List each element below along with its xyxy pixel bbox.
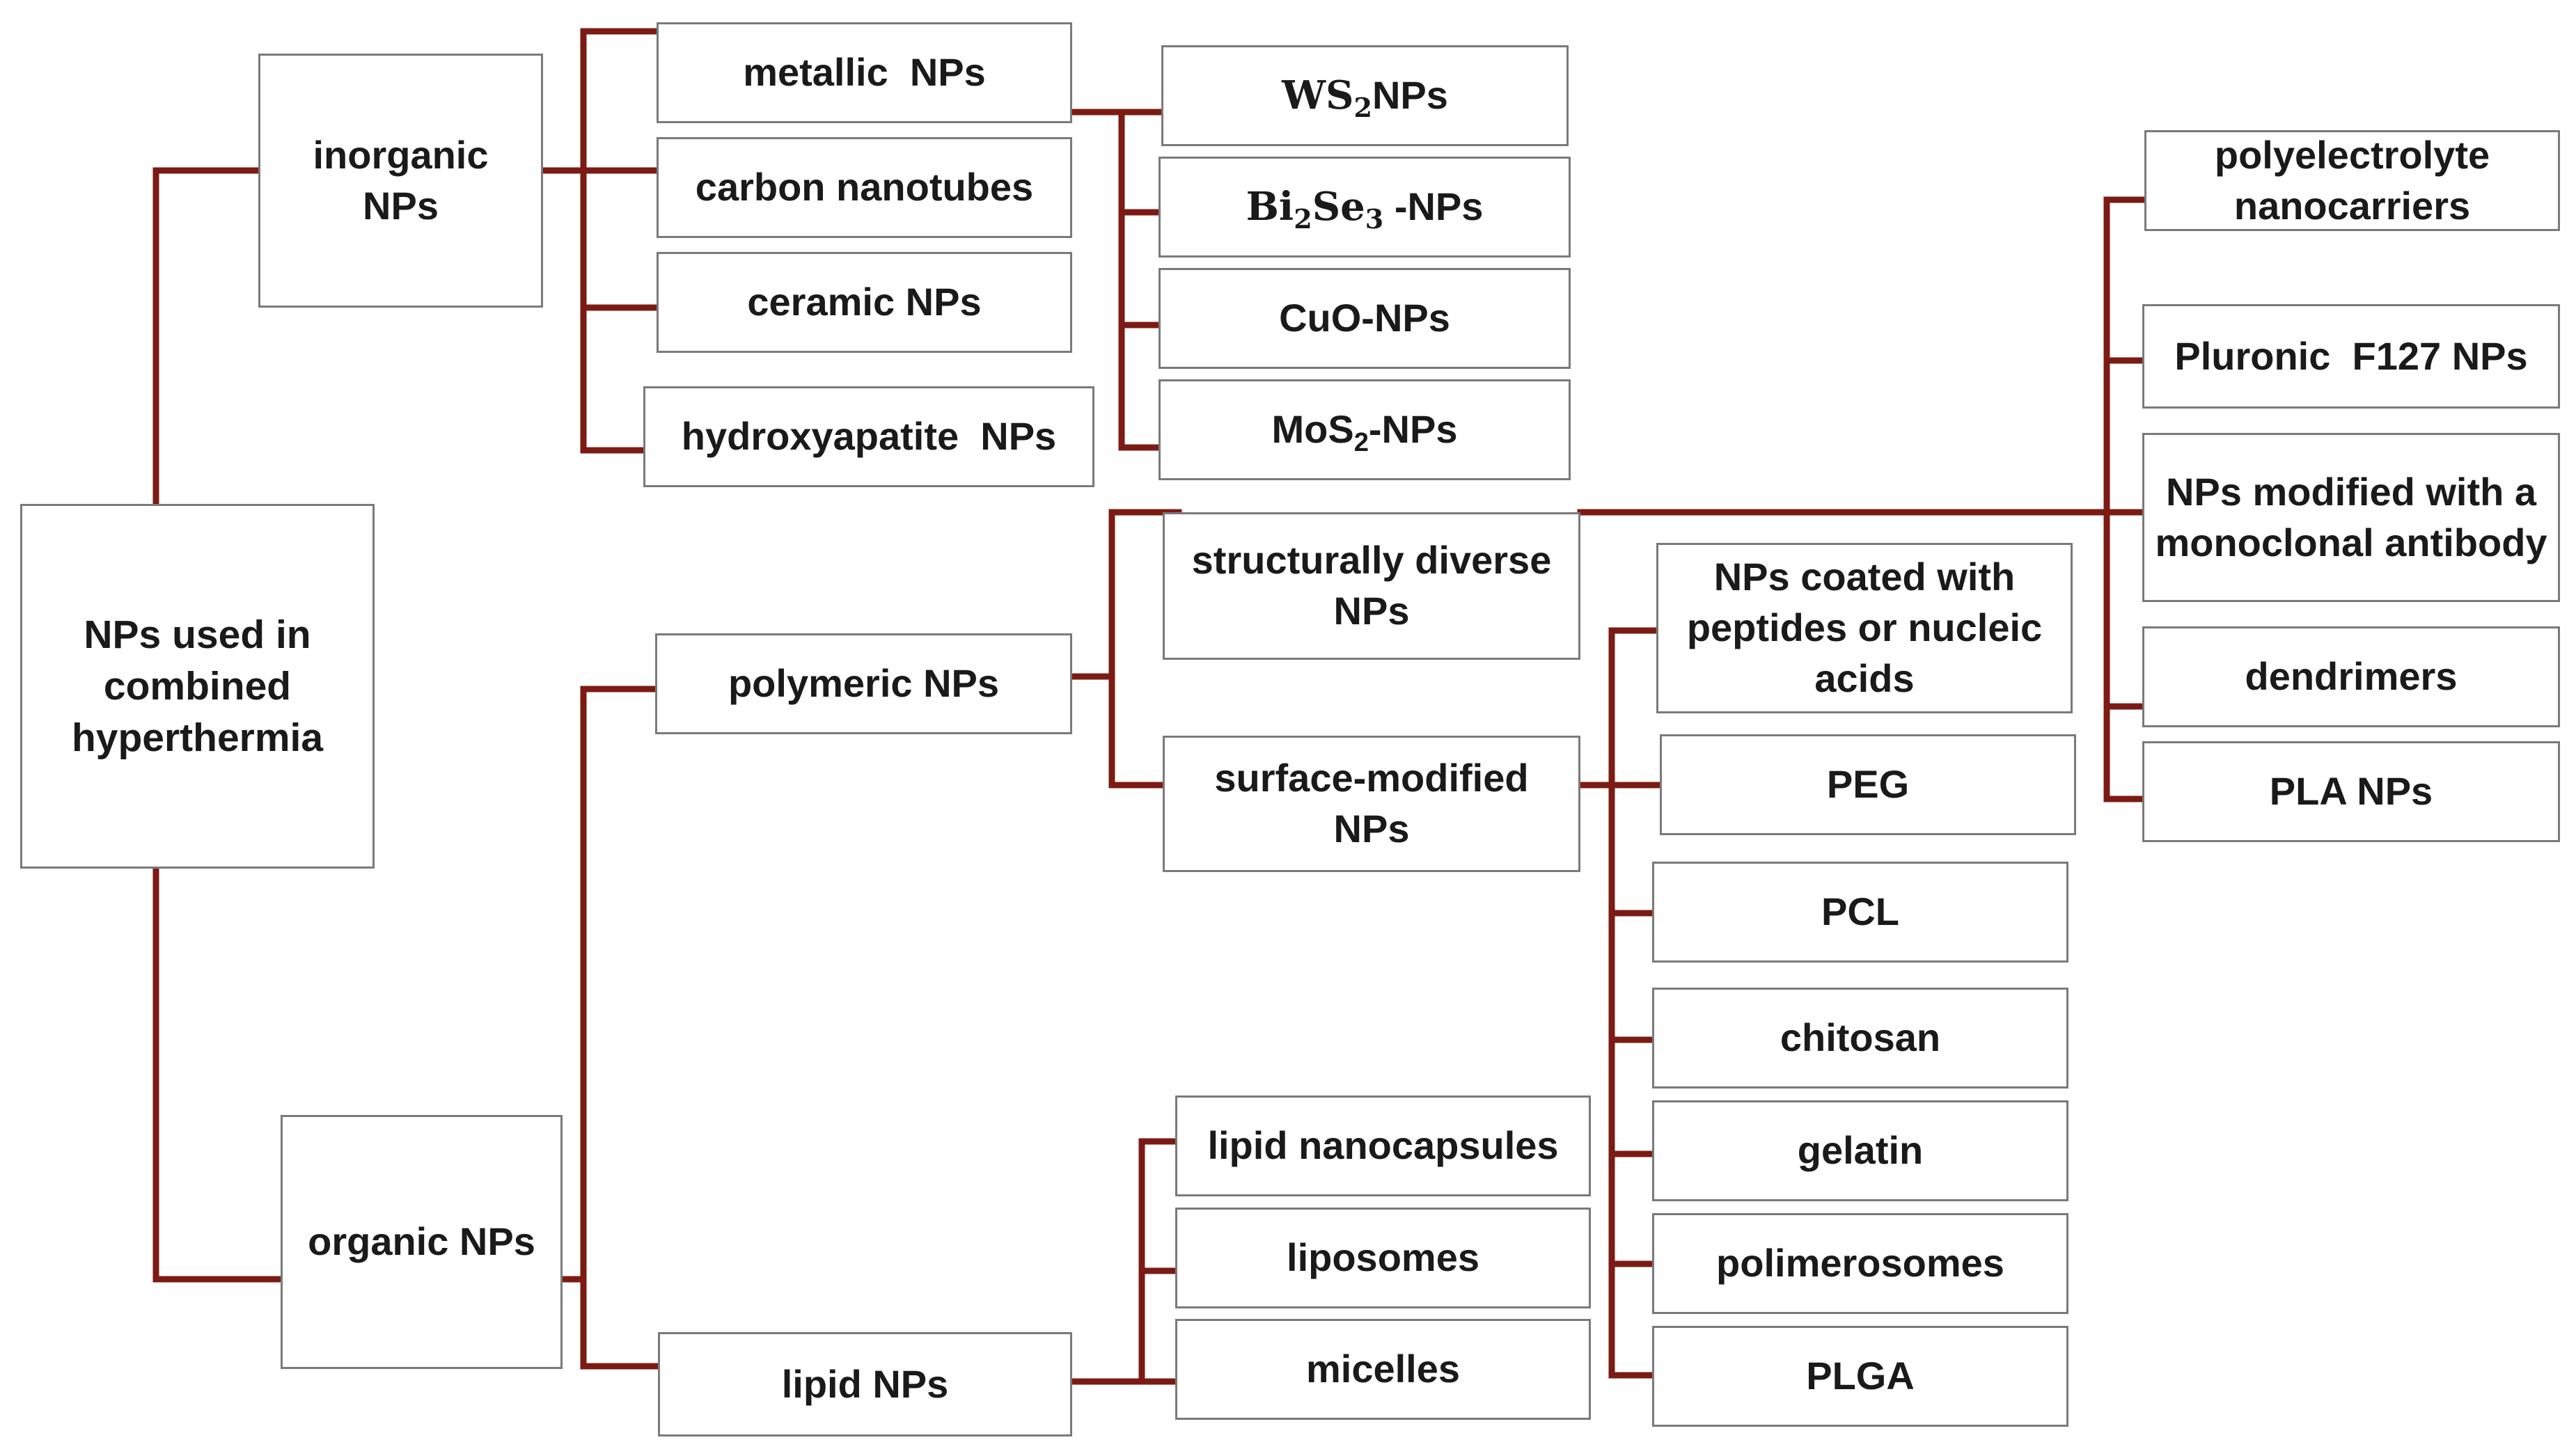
ceramic-node: ceramic NPs [657, 252, 1072, 353]
polimerosomes-node: polimerosomes [1652, 1213, 2068, 1314]
lipid-label: lipid NPs [781, 1361, 949, 1406]
bi2se3-suffix: -NPs [1383, 184, 1484, 229]
peptides-node: NPs coated with peptides or nucleic acid… [1656, 543, 2073, 713]
peg-node: PEG [1660, 734, 2076, 835]
pcl-label: PCL [1821, 889, 1899, 934]
pla-label: PLA NPs [2269, 769, 2433, 814]
lipid-nanocapsules-label: lipid nanocapsules [1207, 1123, 1559, 1168]
ws2-suffix: NPs [1372, 73, 1448, 118]
mos-subscript: 2 [1353, 428, 1369, 458]
liposomes-label: liposomes [1287, 1235, 1479, 1280]
ws2-formula: WS [1282, 72, 1354, 119]
root-node: NPs used in combined hyperthermia [20, 504, 375, 869]
inorganic-node: inorganic NPs [258, 54, 543, 308]
chitosan-node: chitosan [1652, 988, 2068, 1089]
cuo-node: CuO-NPs [1159, 268, 1571, 369]
plga-node: PLGA [1652, 1326, 2068, 1427]
bi-subscript: 2 [1294, 203, 1312, 235]
root-label: NPs used in combined hyperthermia [71, 612, 324, 761]
structurally-diverse-node: structurally diverse NPs [1163, 512, 1580, 660]
monoclonal-antibody-node: NPs modified with a monoclonal antibody [2142, 433, 2560, 602]
structurally-diverse-label: structurally diverse NPs [1191, 538, 1552, 633]
liposomes-node: liposomes [1175, 1208, 1591, 1308]
pluronic-label: Pluronic F127 NPs [2174, 333, 2528, 378]
dendrimers-label: dendrimers [2245, 654, 2458, 699]
surface-modified-node: surface-modified NPs [1163, 736, 1580, 872]
ceramic-label: ceramic NPs [747, 280, 982, 324]
ws2-label: WS2NPs [1282, 70, 1448, 121]
pcl-node: PCL [1652, 862, 2068, 963]
polyelectrolyte-node: polyelectrolyte nanocarriers [2144, 130, 2560, 231]
micelles-node: micelles [1175, 1319, 1591, 1420]
bi2se3-label: Bi2Se3 -NPs [1246, 182, 1484, 232]
se-formula: Se [1312, 184, 1365, 230]
lipid-node: lipid NPs [658, 1332, 1072, 1437]
organic-node: organic NPs [281, 1115, 563, 1369]
inorganic-label: inorganic NPs [313, 132, 489, 228]
mos2-label: MoS2-NPs [1271, 404, 1458, 458]
hydroxyapatite-node: hydroxyapatite NPs [643, 386, 1094, 487]
polimerosomes-label: polimerosomes [1716, 1241, 2004, 1285]
pluronic-node: Pluronic F127 NPs [2142, 304, 2560, 409]
pla-node: PLA NPs [2142, 741, 2560, 842]
surface-modified-label: surface-modified NPs [1214, 756, 1529, 850]
polyelectrolyte-label: polyelectrolyte nanocarriers [2214, 132, 2490, 228]
cuo-label: CuO-NPs [1279, 296, 1450, 340]
ws2-subscript: 2 [1353, 92, 1372, 124]
polymeric-node: polymeric NPs [655, 633, 1072, 734]
carbon-nanotubes-label: carbon nanotubes [695, 165, 1034, 209]
mos2-node: MoS2-NPs [1159, 379, 1571, 480]
ws2-node: WS2NPs [1161, 45, 1569, 146]
metallic-node: metallic NPs [657, 22, 1072, 123]
se-subscript: 3 [1365, 203, 1384, 235]
bi2se3-node: Bi2Se3 -NPs [1159, 157, 1571, 258]
peptides-label: NPs coated with peptides or nucleic acid… [1686, 555, 2043, 700]
bi-formula: Bi [1246, 184, 1294, 230]
gelatin-label: gelatin [1797, 1128, 1924, 1173]
organic-label: organic NPs [308, 1219, 535, 1264]
plga-label: PLGA [1806, 1354, 1915, 1398]
micelles-label: micelles [1305, 1347, 1461, 1391]
lipid-nanocapsules-node: lipid nanocapsules [1175, 1095, 1591, 1196]
mos-formula: MoS [1271, 407, 1354, 452]
peg-label: PEG [1826, 762, 1910, 807]
carbon-nanotubes-node: carbon nanotubes [657, 137, 1072, 238]
metallic-label: metallic NPs [743, 50, 986, 95]
gelatin-node: gelatin [1652, 1100, 2068, 1201]
hydroxyapatite-label: hydroxyapatite NPs [681, 414, 1057, 459]
dendrimers-node: dendrimers [2142, 626, 2560, 727]
mos2-suffix: -NPs [1368, 407, 1458, 452]
polymeric-label: polymeric NPs [728, 661, 1000, 706]
monoclonal-antibody-label: NPs modified with a monoclonal antibody [2155, 469, 2547, 564]
chitosan-label: chitosan [1780, 1015, 1941, 1060]
